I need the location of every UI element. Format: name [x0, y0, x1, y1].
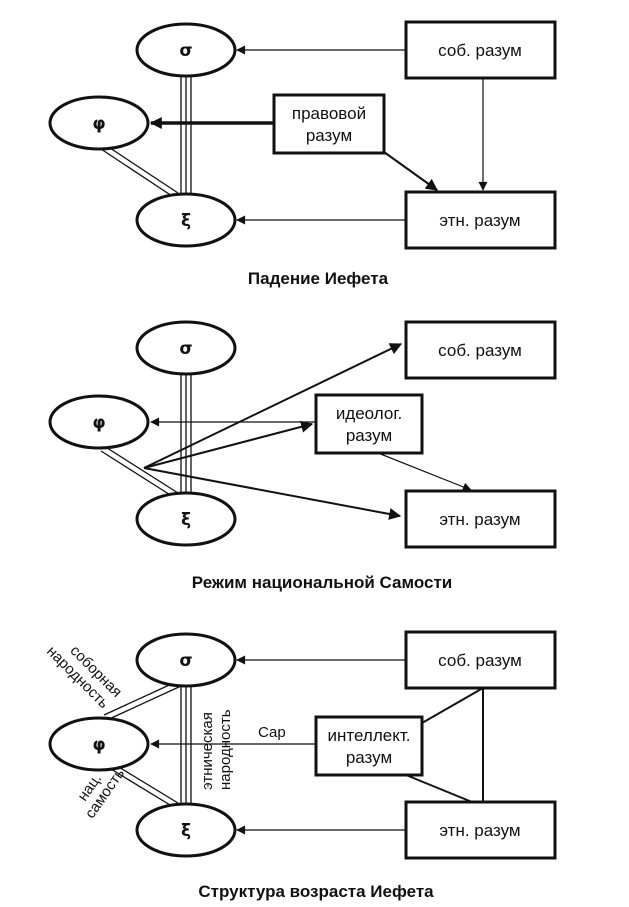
- panel-2-arrow-origin-to-ideolog: [143, 420, 314, 469]
- panel-3-sobornaya-narodnost-label: соборная народность: [43, 642, 125, 712]
- panel-3-intellekt-label-line2: разум: [346, 748, 392, 767]
- panel-3-age-of-japheth-structure: σ φ ξ соб. разум интеллект. разум этн. р…: [43, 630, 557, 901]
- panel-3-phi-label: φ: [92, 735, 105, 755]
- panel-1-etn-razum-label: этн. разум: [439, 211, 520, 230]
- panel-1-phi-label: φ: [92, 114, 105, 134]
- panel-3-triangle-links: [405, 687, 484, 803]
- panel-3-etn-razum-label: этн. разум: [439, 821, 520, 840]
- panel-1-pravovoy-label-line1: правовой: [292, 104, 366, 123]
- panel-3-sigma-label: σ: [179, 651, 192, 671]
- panel-3-sigma-node: [135, 632, 237, 688]
- panel-3-intellekt-label-line1: интеллект.: [328, 726, 411, 745]
- panel-2-arrow-origin-to-etn: [143, 467, 402, 520]
- panel-1-caption: Падение Иефета: [248, 269, 389, 288]
- panel-3-caption: Структура возраста Иефета: [198, 882, 434, 901]
- panel-2-ideolog-label-line1: идеолог.: [336, 404, 402, 423]
- panel-1-sigma-xi-triple-link: [180, 74, 192, 196]
- panel-2-phi-xi-double-link: [100, 445, 179, 499]
- panel-3-etnich-line1: этническая: [199, 712, 216, 790]
- panel-3-xi-label: ξ: [181, 821, 191, 841]
- panel-2-xi-label: ξ: [181, 510, 191, 530]
- panel-3-intellekt-razum-box: [314, 715, 424, 777]
- panel-1-fall-of-japheth: σ φ ξ соб. разум правовой разум этн. раз…: [48, 20, 557, 288]
- panel-1-sob-razum-label: соб. разум: [438, 41, 522, 60]
- panel-3-sob-razum-box: [404, 630, 557, 690]
- panel-1-pravovoy-razum-box: [272, 93, 386, 155]
- panel-1-phi-xi-double-link: [100, 143, 179, 199]
- panel-2-sob-razum-box: [404, 320, 557, 380]
- panel-1-sob-razum-box: [404, 20, 557, 80]
- panel-2-sigma-label: σ: [179, 339, 192, 359]
- panel-3-sar-label: Сар: [258, 724, 286, 741]
- panel-2-etn-razum-label: этн. разум: [439, 510, 520, 529]
- panel-2-phi-label: φ: [92, 413, 105, 433]
- panel-2-national-self-regime: σ φ ξ соб. разум идеолог. разум этн. раз…: [48, 320, 557, 592]
- panel-2-caption: Режим национальной Самости: [192, 573, 452, 592]
- panel-3-etnicheskaya-narodnost-label: этническая народность: [199, 709, 234, 790]
- panel-2-ideolog-label-line2: разум: [346, 426, 392, 445]
- panel-1-phi-node: [48, 95, 150, 151]
- panel-3-phi-sigma-double-link: [103, 680, 182, 721]
- panel-3-sob-razum-label: соб. разум: [438, 651, 522, 670]
- panel-3-etnich-line2: народность: [217, 709, 234, 790]
- panel-1-sigma-node: [135, 22, 237, 78]
- panel-2-sob-razum-label: соб. разум: [438, 341, 522, 360]
- panel-2-sigma-node: [135, 320, 237, 376]
- panel-2-arrow-origin-to-sob: [143, 343, 403, 469]
- panel-2-arrow-ideolog-to-etn: [377, 452, 472, 492]
- panel-3-etn-razum-box: [404, 800, 557, 860]
- panel-3-sigma-xi-triple-link: [180, 684, 192, 806]
- panel-1-pravovoy-label-line2: разум: [306, 126, 352, 145]
- panel-1-xi-label: ξ: [181, 211, 191, 231]
- panel-3-xi-node: [135, 802, 237, 858]
- panel-1-arrow-pravovoy-to-etn: [383, 151, 438, 191]
- panel-1-xi-node: [135, 192, 237, 248]
- panel-2-xi-node: [135, 491, 237, 547]
- panel-1-etn-razum-box: [404, 190, 557, 250]
- panel-1-sigma-label: σ: [179, 41, 192, 61]
- panel-2-phi-node: [48, 394, 150, 450]
- panel-2-ideolog-razum-box: [314, 393, 424, 455]
- panel-3-phi-node: [48, 716, 150, 772]
- panel-2-etn-razum-box: [404, 489, 557, 549]
